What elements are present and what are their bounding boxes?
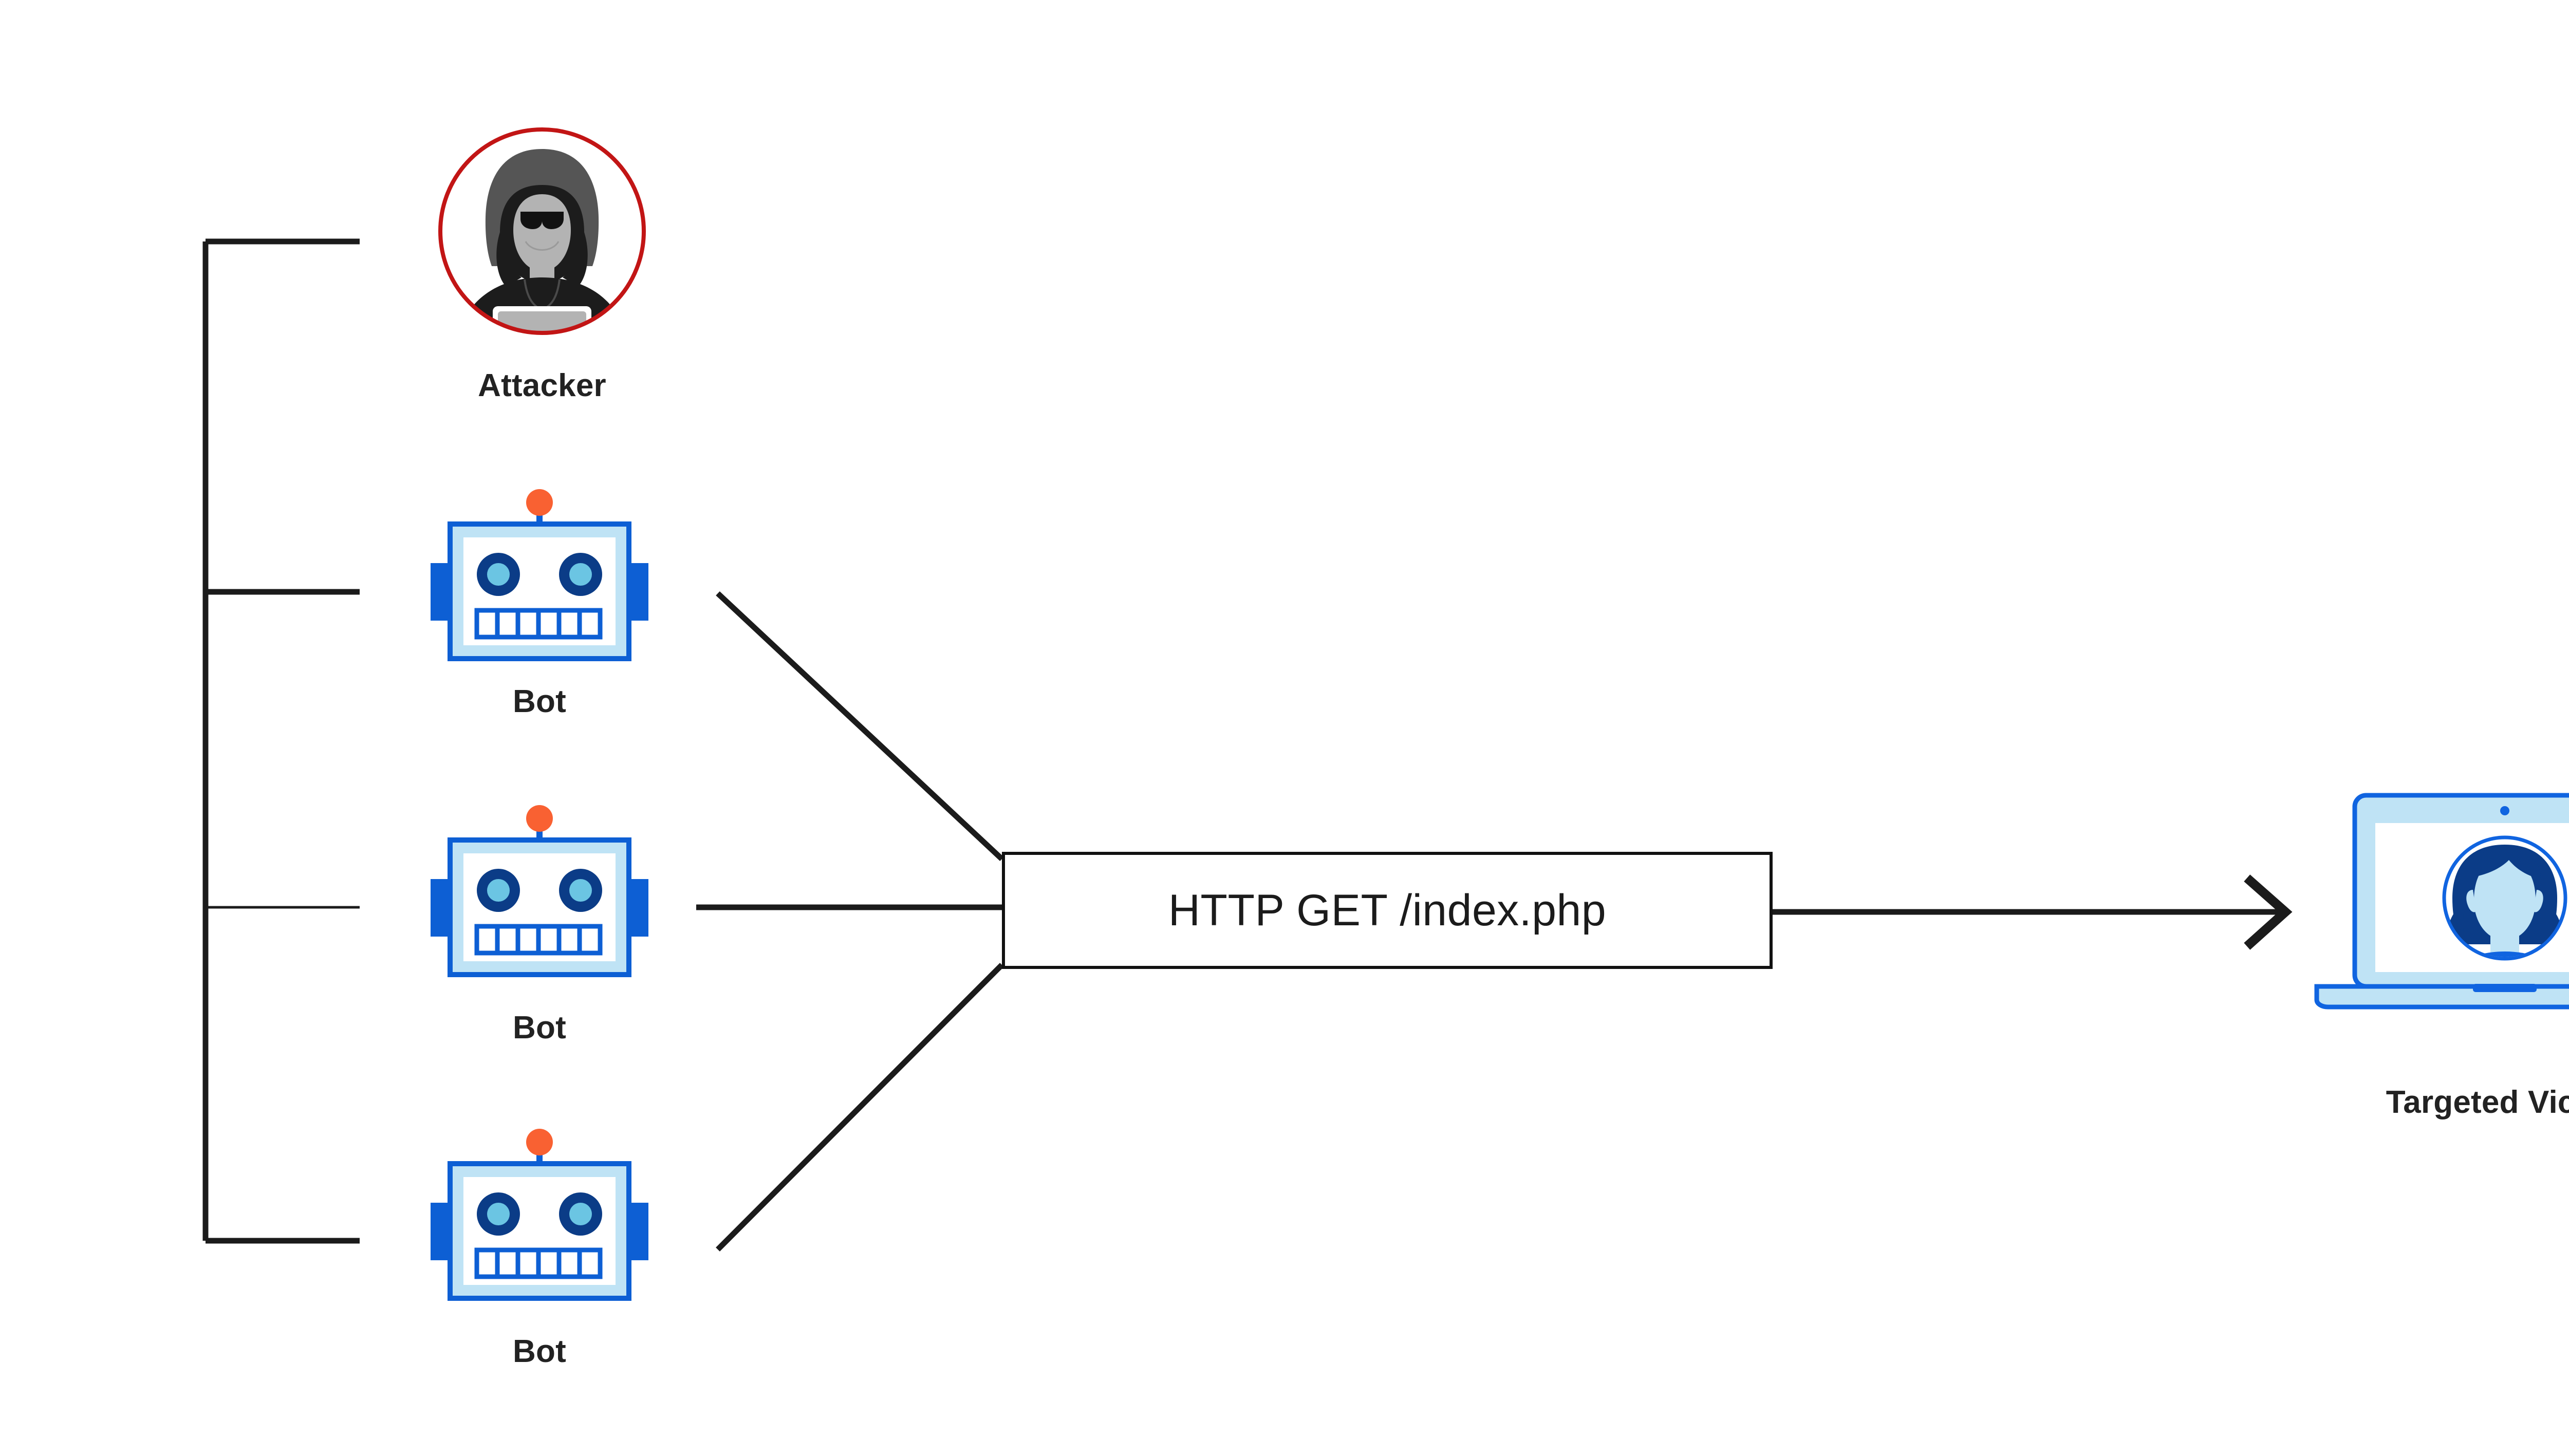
attacker-to-bots-bracket — [202, 238, 360, 1244]
hacker-avatar-icon — [434, 123, 650, 339]
robot-icon — [421, 488, 658, 668]
node-label-bot-3: Bot — [513, 1334, 566, 1369]
bot-to-box-connectors — [696, 591, 1004, 1252]
http-request-box[interactable]: HTTP GET /index.php — [1002, 852, 1773, 969]
request-arrow-to-victim — [1773, 874, 2293, 950]
http-request-label: HTTP GET /index.php — [1168, 885, 1607, 935]
node-label-bot-1: Bot — [513, 684, 566, 719]
node-label-attacker: Attacker — [478, 368, 606, 403]
node-label-bot-2: Bot — [513, 1010, 566, 1046]
node-label-victim: Targeted Victim — [2386, 1085, 2569, 1120]
robot-icon — [421, 804, 658, 984]
robot-icon — [421, 1128, 658, 1308]
laptop-user-icon — [2310, 791, 2569, 1012]
